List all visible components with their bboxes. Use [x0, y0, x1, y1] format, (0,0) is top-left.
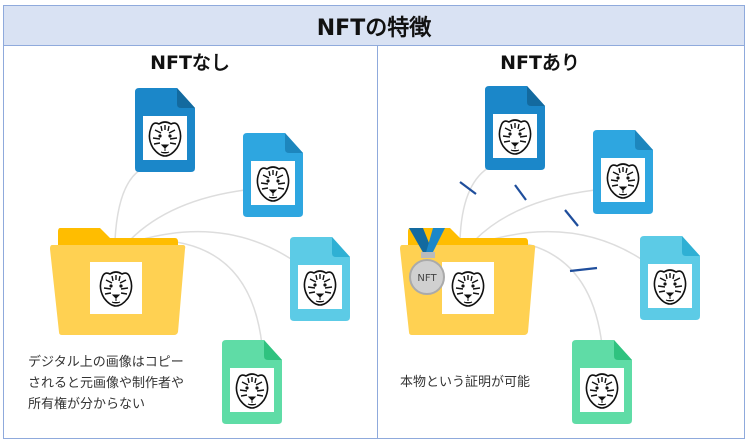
document-icon-2 — [243, 133, 303, 217]
document-icon-4 — [222, 340, 282, 424]
page-title: NFTの特徴 — [3, 5, 745, 46]
folder-icon — [50, 228, 186, 335]
right-caption: 本物という証明が可能 — [400, 375, 531, 390]
nft-medal-icon — [409, 228, 445, 295]
left-caption-line: されると元画像や制作者や — [28, 376, 185, 391]
left-caption: デジタル上の画像はコピー されると元画像や制作者や 所有権が分からない — [28, 352, 184, 415]
nft-link-dashes — [459, 181, 598, 273]
right-column-title: NFTあり — [500, 52, 580, 74]
left-caption-line: デジタル上の画像はコピー — [28, 355, 184, 370]
document-icon-4-nft — [572, 340, 632, 424]
document-icon-1 — [135, 88, 195, 172]
document-icon-3 — [290, 237, 350, 321]
column-divider — [377, 46, 378, 439]
left-column-title: NFTなし — [150, 52, 230, 74]
medal-label: NFT — [417, 273, 437, 284]
document-icon-1-nft — [485, 86, 545, 170]
left-caption-line: 所有権が分からない — [28, 397, 146, 412]
document-icon-2-nft — [593, 130, 653, 214]
document-icon-3-nft — [640, 236, 700, 320]
